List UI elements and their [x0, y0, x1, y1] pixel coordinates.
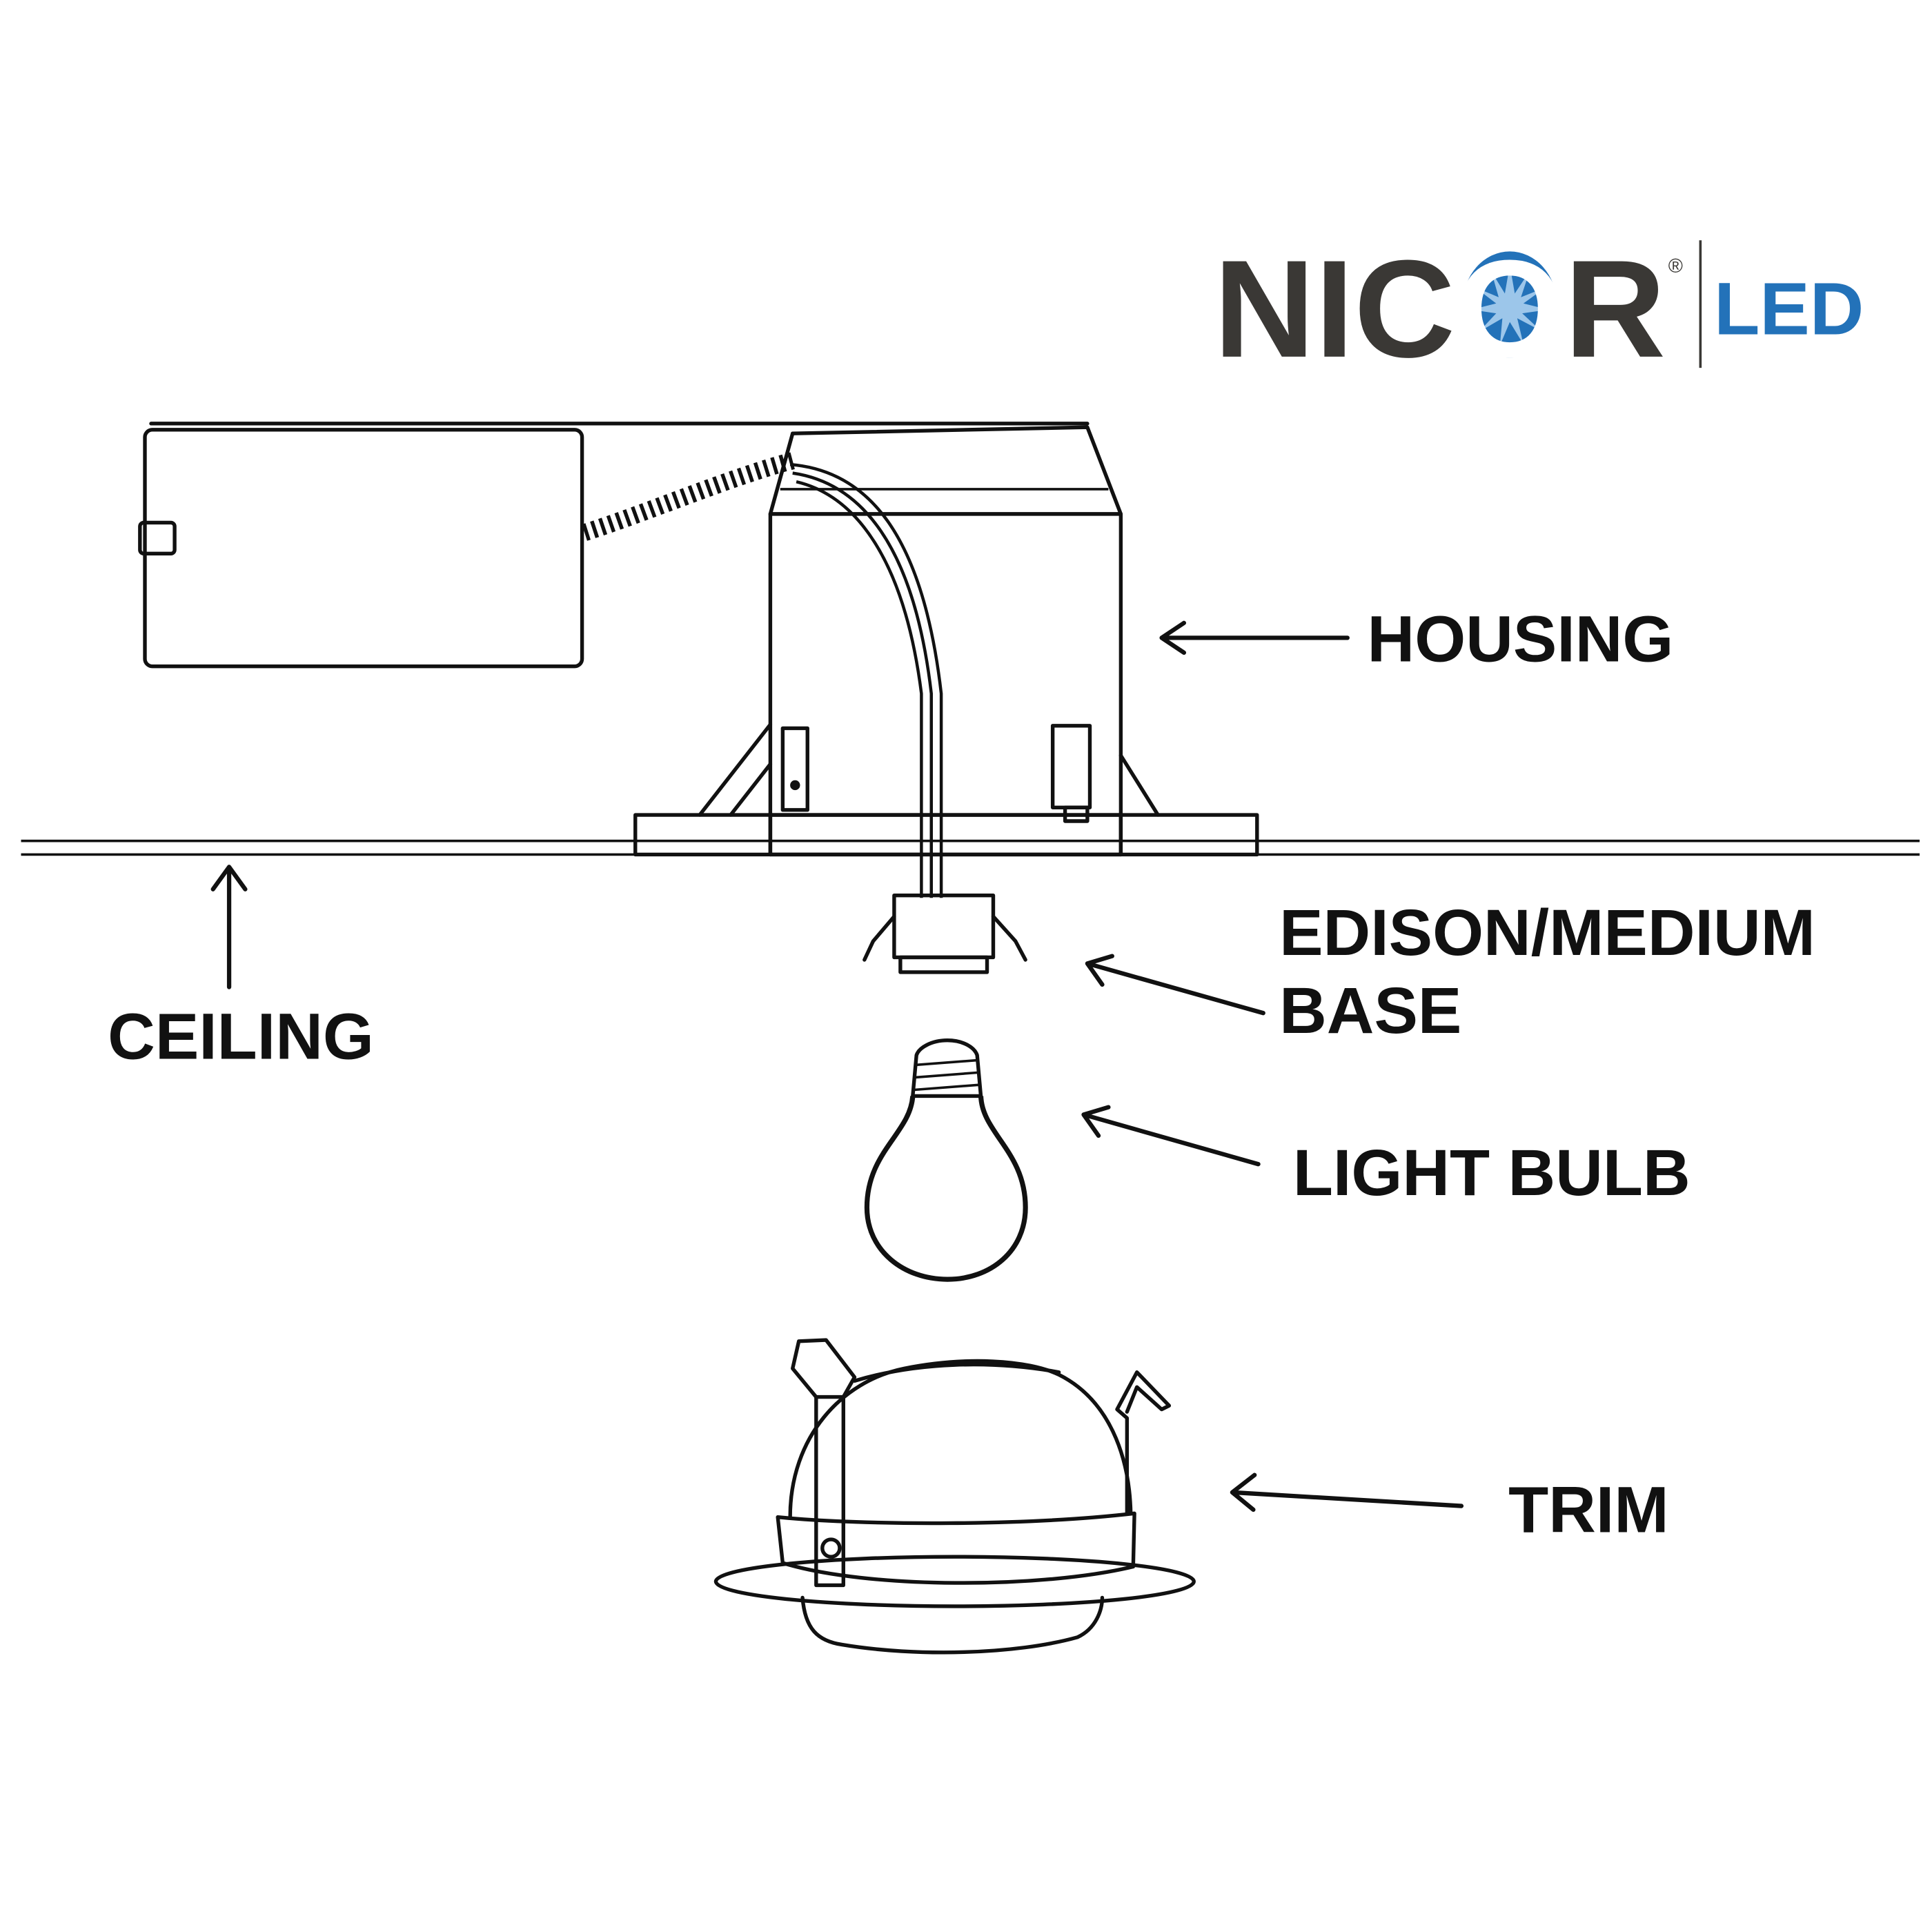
- junction-box: [143, 428, 584, 669]
- flex-conduit: [582, 452, 795, 541]
- trim-drawing: [713, 1338, 1196, 1655]
- label-trim: TRIM: [1508, 1473, 1668, 1546]
- label-base-line2: BASE: [1279, 974, 1461, 1047]
- ceiling: [21, 839, 1920, 856]
- arrow-trim: [1230, 1472, 1464, 1512]
- logo-star-badge: [1462, 251, 1557, 358]
- arrow-housing: [1159, 620, 1350, 656]
- logo-suffix: LED: [1714, 268, 1864, 351]
- arrow-bulb: [1081, 1105, 1261, 1167]
- label-base-line1: EDISON/MEDIUM: [1279, 896, 1815, 969]
- label-housing: HOUSING: [1368, 602, 1674, 676]
- housing-drawing: [138, 422, 1259, 898]
- logo-registered: ®: [1668, 255, 1683, 277]
- arrow-base: [1085, 954, 1265, 1016]
- arrow-ceiling: [210, 865, 248, 989]
- star-icon: [1471, 265, 1548, 346]
- socket-wires: [789, 462, 943, 898]
- logo-brand: NICOR: [1214, 231, 1666, 386]
- light-bulb-drawing: [864, 1038, 1028, 1282]
- label-light-bulb: LIGHT BULB: [1293, 1136, 1690, 1210]
- label-ceiling: CEILING: [108, 1000, 374, 1074]
- mounting-flange: [633, 813, 1259, 857]
- nicor-led-logo: NICOR ® LED: [1214, 231, 1864, 386]
- edison-socket-drawing: [862, 894, 1027, 974]
